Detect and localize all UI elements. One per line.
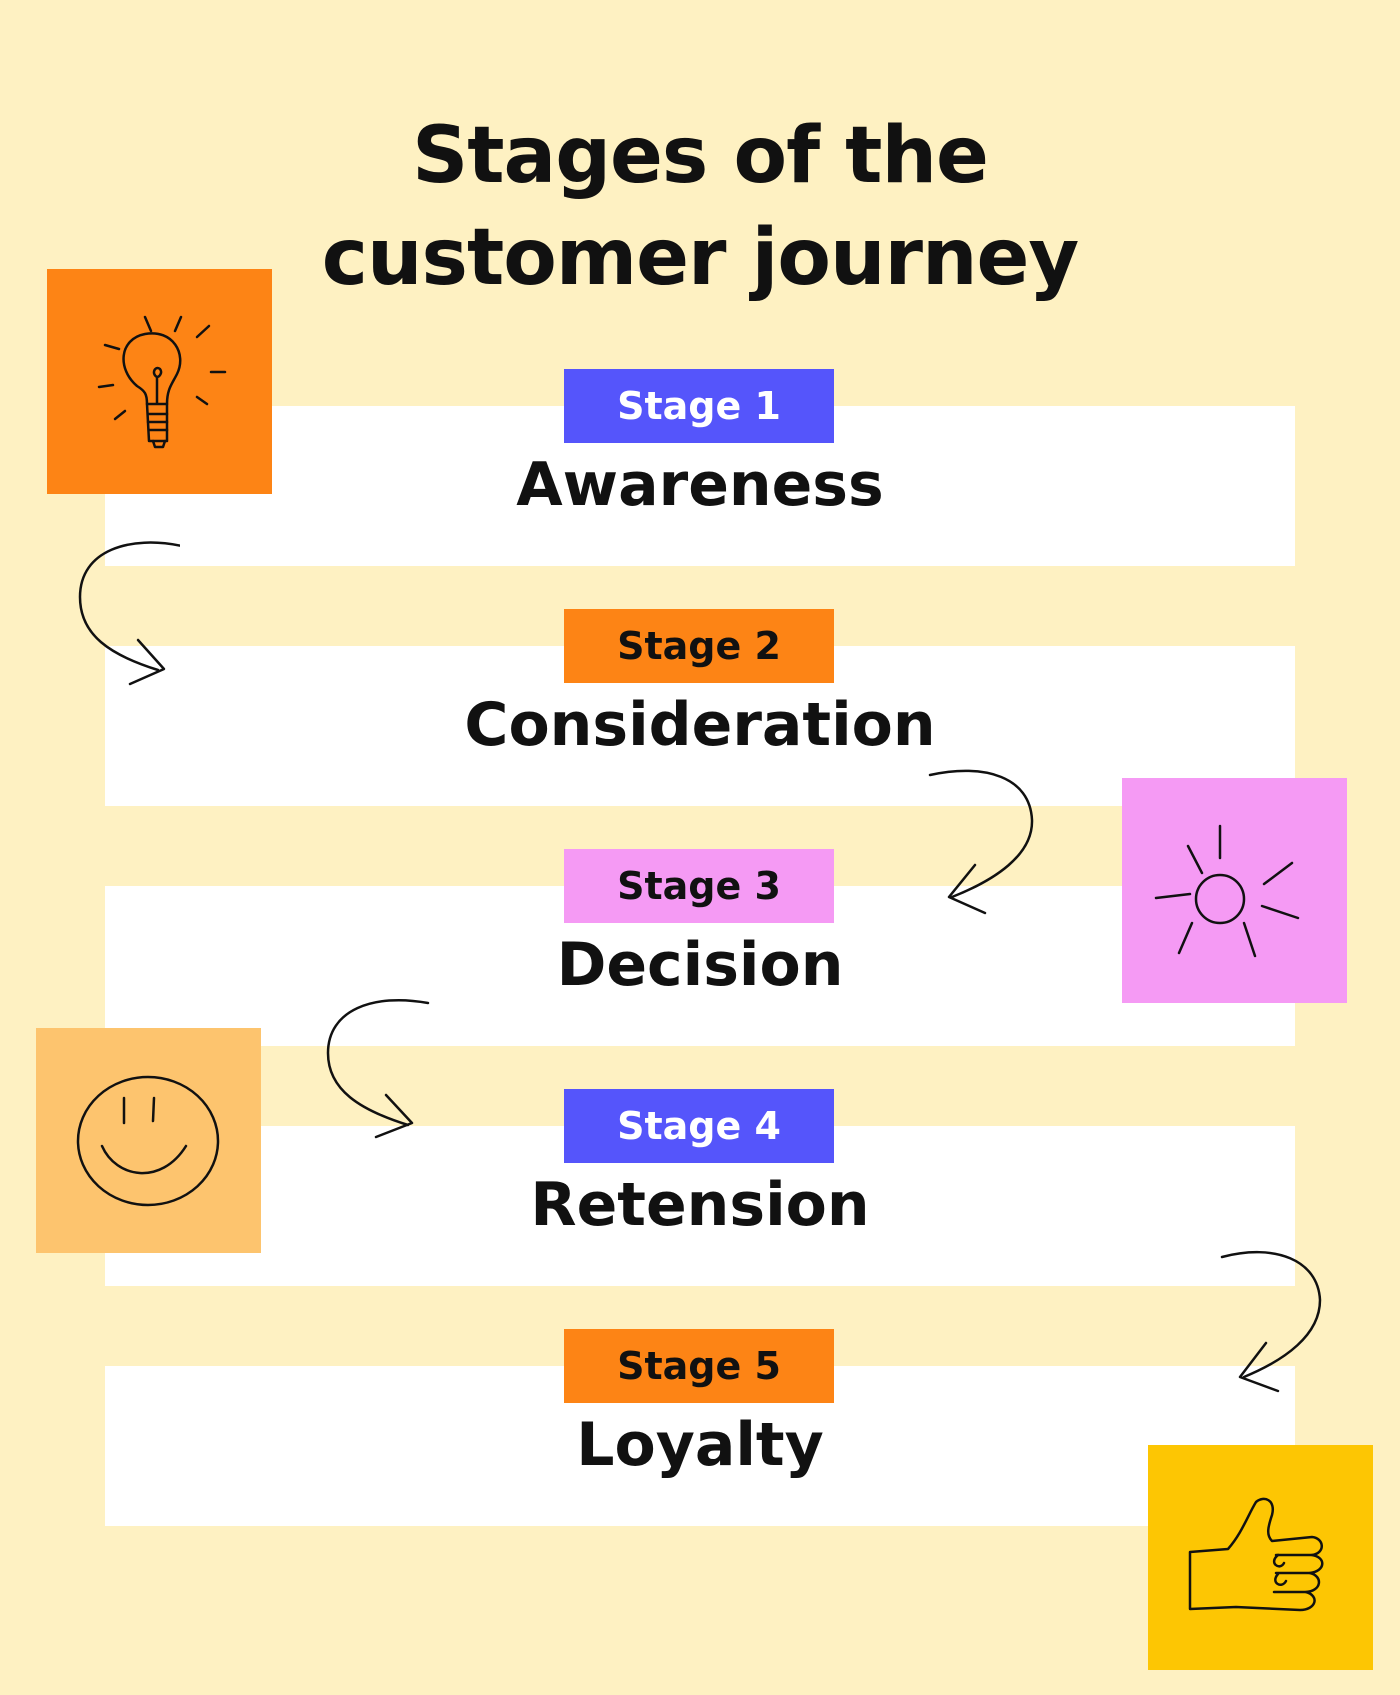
thumbs-up-note [1148, 1445, 1373, 1670]
page-title: Stages of the customer journey [0, 105, 1400, 309]
title-line-2: customer journey [321, 213, 1079, 303]
lightbulb-note [47, 269, 272, 494]
lightbulb-icon [97, 315, 227, 449]
stage-name-4: Retension [530, 1170, 870, 1240]
stage-badge-3: Stage 3 [564, 849, 834, 923]
stage-badge-2: Stage 2 [564, 609, 834, 683]
stage-name-2: Consideration [464, 690, 936, 760]
curved-arrow-1 [70, 535, 180, 695]
curved-arrow-3 [318, 995, 433, 1145]
stage-name-3: Decision [556, 930, 844, 1000]
stage-badge-1: Stage 1 [564, 369, 834, 443]
stage-badge-5: Stage 5 [564, 1329, 834, 1403]
stage-name-5: Loyalty [576, 1410, 824, 1480]
smiley-icon [76, 1075, 220, 1207]
title-line-1: Stages of the [412, 111, 989, 201]
sun-icon [1154, 824, 1300, 958]
curved-arrow-2 [925, 765, 1050, 920]
sun-note [1122, 778, 1347, 1003]
stage-name-1: Awareness [516, 450, 884, 520]
smiley-note [36, 1028, 261, 1253]
stage-badge-4: Stage 4 [564, 1089, 834, 1163]
curved-arrow-4 [1220, 1245, 1330, 1395]
thumbs-up-icon [1188, 1497, 1324, 1612]
